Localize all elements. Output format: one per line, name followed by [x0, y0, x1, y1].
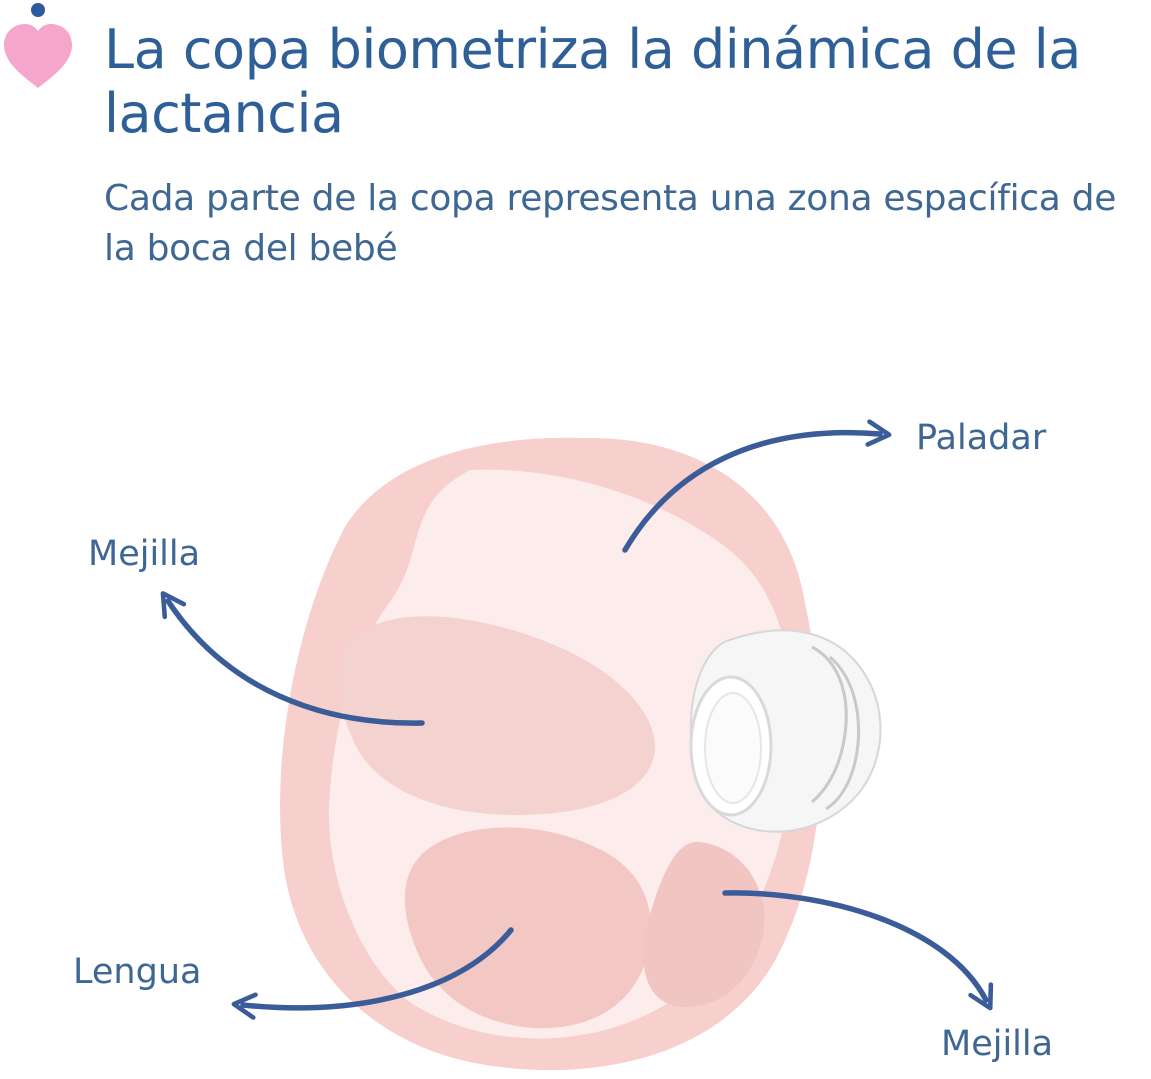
heart-icon — [4, 24, 72, 88]
valve-threads — [811, 645, 861, 811]
cheek-bottom-label: Mejilla — [941, 1024, 1054, 1064]
arrow-cheek-top — [160, 591, 425, 726]
tongue-label: Lengua — [73, 952, 202, 992]
page-title: La copa biometriza la dinámica de la lac… — [104, 18, 1081, 145]
nipple-opening-inner — [704, 692, 762, 804]
cheek-zone-left — [338, 616, 656, 816]
cheek-top-label: Mejilla — [88, 534, 201, 574]
logo-dot — [31, 3, 45, 17]
palate-label: Paladar — [916, 418, 1047, 458]
tongue-zone — [404, 827, 651, 1029]
arrow-cheek-bottom — [722, 890, 994, 1011]
brand-logo — [4, 3, 72, 88]
arrow-palate — [622, 419, 892, 553]
cheek-zone-right — [643, 841, 765, 1007]
annotation-arrows — [160, 419, 994, 1020]
breast-cup-illustration — [280, 437, 882, 1071]
page-subtitle: Cada parte de la copa representa una zon… — [104, 178, 1117, 269]
arrow-tongue — [231, 927, 514, 1020]
